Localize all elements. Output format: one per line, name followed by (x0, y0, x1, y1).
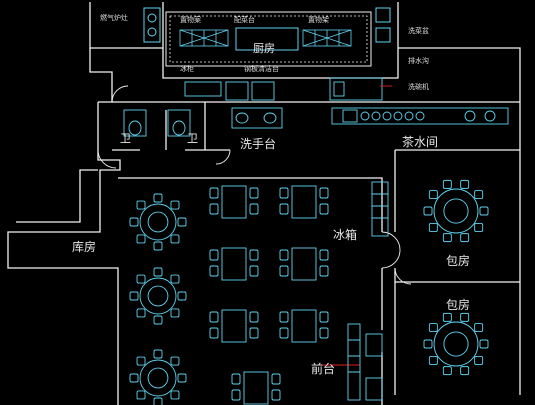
label-toilet-left: 卫 (120, 132, 131, 145)
label-shelf: 置物架 (308, 16, 329, 24)
round-tables (129, 179, 489, 405)
rect-table (279, 247, 329, 281)
label-fridge-cabinet: 冰柜 (180, 65, 194, 73)
label-prep-table: 置物案 (180, 16, 201, 24)
round-table (129, 349, 187, 405)
label-front-desk: 前台 (311, 362, 336, 376)
rect-table (279, 309, 329, 343)
label-dishwasher: 洗碗机 (408, 83, 429, 91)
kitchen-counter (143, 7, 391, 67)
label-tea-room: 茶水间 (402, 135, 439, 149)
label-serving-table: 配菜台 (234, 16, 255, 24)
fridge-and-desk (347, 181, 389, 401)
round-table (129, 267, 187, 325)
appliances-row (123, 77, 509, 137)
rect-table (209, 247, 259, 281)
label-steel-table: 钢板清洁台 (244, 65, 279, 73)
label-washbasin: 洗手台 (240, 137, 277, 151)
rect-table (231, 371, 281, 405)
label-storeroom: 库房 (72, 240, 97, 254)
label-kitchen: 厨房 (253, 42, 275, 55)
label-private-room-top: 包房 (446, 254, 471, 268)
label-drain: 排水沟 (408, 57, 429, 65)
private-round-table (423, 312, 489, 376)
private-round-table (423, 179, 489, 243)
rect-table (209, 185, 259, 219)
label-sink-basin: 洗菜盆 (408, 27, 429, 35)
walls (7, 2, 521, 405)
label-gas-stove: 燃气炉灶 (100, 14, 128, 22)
round-table (129, 193, 187, 251)
label-toilet-right: 卫 (187, 132, 198, 145)
label-private-room-bottom: 包房 (446, 298, 471, 312)
rect-table (209, 309, 259, 343)
rect-tables (209, 185, 329, 405)
rect-table (279, 185, 329, 219)
label-refrigerator: 冰箱 (333, 228, 358, 242)
red-markers (318, 85, 392, 366)
